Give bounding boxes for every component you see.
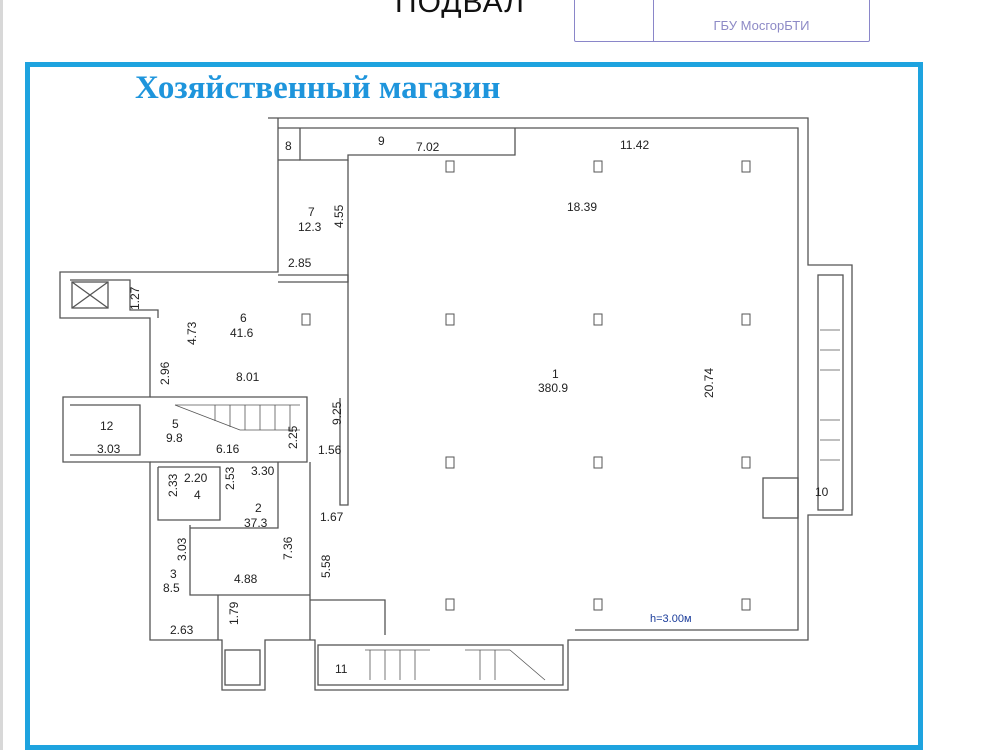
dim-label: 3.30 <box>251 464 275 478</box>
dim-label: 9.25 <box>330 401 344 425</box>
wall-room-11 <box>310 599 386 635</box>
dim-label: 18.39 <box>567 200 597 214</box>
dim-label: 2.63 <box>170 623 194 637</box>
dim-label: 4.88 <box>234 572 258 586</box>
dim-label: 3.03 <box>97 442 121 456</box>
plan-title: Хозяйственный магазин <box>135 70 501 106</box>
dim-label: 6.16 <box>216 442 240 456</box>
outer-wall <box>59 117 853 691</box>
page-edge <box>0 0 3 750</box>
dimension-labels: 7.02 11.42 18.39 4.55 2.85 1.27 4.73 2.9… <box>97 138 716 637</box>
bti-stamp: ГБУ МосгорБТИ <box>574 0 870 42</box>
wall-room-12 <box>70 404 141 456</box>
plan-frame <box>25 62 923 750</box>
floor-title: ПОДВАЛ <box>395 0 525 19</box>
room-7-area: 12.3 <box>298 220 322 234</box>
wall-room-4 <box>157 466 221 521</box>
exit-box <box>224 649 261 686</box>
dim-label: 1.56 <box>318 443 342 457</box>
room-5-area: 9.8 <box>166 431 183 445</box>
inner-wall <box>278 127 799 631</box>
stamp-text: ГБУ МосгорБТИ <box>713 18 810 33</box>
dim-label: 1.67 <box>320 510 344 524</box>
room-8-number: 8 <box>285 139 292 153</box>
wall-room-5 <box>150 396 308 463</box>
dim-label: 2.25 <box>286 425 300 449</box>
room-4-number: 4 <box>194 488 201 502</box>
room-11-number: 11 <box>335 662 348 676</box>
dim-label: 4.55 <box>332 204 346 228</box>
dim-label: 7.36 <box>281 536 295 560</box>
room-3-number: 3 <box>170 567 177 581</box>
wall-room-7 <box>278 274 349 283</box>
stamp-cell <box>575 0 654 41</box>
ceiling-height-note: h=3.00м <box>650 613 692 625</box>
walls <box>59 117 853 691</box>
room-12-number: 12 <box>100 419 114 433</box>
dim-label: 2.33 <box>166 473 180 497</box>
dim-label: 2.85 <box>288 256 312 270</box>
room-labels: 1 380.9 2 37.3 3 8.5 4 5 9.8 6 41.6 7 12… <box>100 134 829 676</box>
room-2-number: 2 <box>255 501 262 515</box>
dim-label: 20.74 <box>702 368 716 398</box>
stairs-5 <box>174 329 840 681</box>
wall-room-9 <box>299 128 516 161</box>
dim-label: 1.79 <box>227 601 241 625</box>
wall-hall-west <box>339 160 349 506</box>
columns <box>301 160 751 611</box>
dim-label: 4.73 <box>185 321 199 345</box>
dim-label: 1.27 <box>128 286 142 310</box>
wall-room-2 <box>189 525 310 596</box>
room-6-number: 6 <box>240 311 247 325</box>
room-1-area: 380.9 <box>538 381 568 395</box>
room-7-number: 7 <box>308 205 315 219</box>
dim-label: 7.02 <box>416 140 440 154</box>
wall-room-2-inner <box>190 462 279 529</box>
dim-label: 8.01 <box>236 370 260 384</box>
room-10-box <box>762 477 799 519</box>
stair-10 <box>817 274 844 511</box>
vent-shaft-icon <box>71 281 109 309</box>
dim-label: 2.53 <box>223 466 237 490</box>
room-6-area: 41.6 <box>230 326 254 340</box>
vent-wall <box>70 279 159 318</box>
room-3-area: 8.5 <box>163 581 180 595</box>
dim-label: 3.03 <box>175 537 189 561</box>
dim-label: 2.96 <box>158 361 172 385</box>
dim-label: 2.20 <box>184 471 208 485</box>
room-9-number: 9 <box>378 134 385 148</box>
dim-label: 11.42 <box>620 138 649 152</box>
room-10-number: 10 <box>815 485 829 499</box>
dim-label: 5.58 <box>319 554 333 578</box>
room-5-number: 5 <box>172 417 179 431</box>
room-1-number: 1 <box>552 367 559 381</box>
room-2-area: 37.3 <box>244 516 268 530</box>
stair-11 <box>317 644 564 686</box>
